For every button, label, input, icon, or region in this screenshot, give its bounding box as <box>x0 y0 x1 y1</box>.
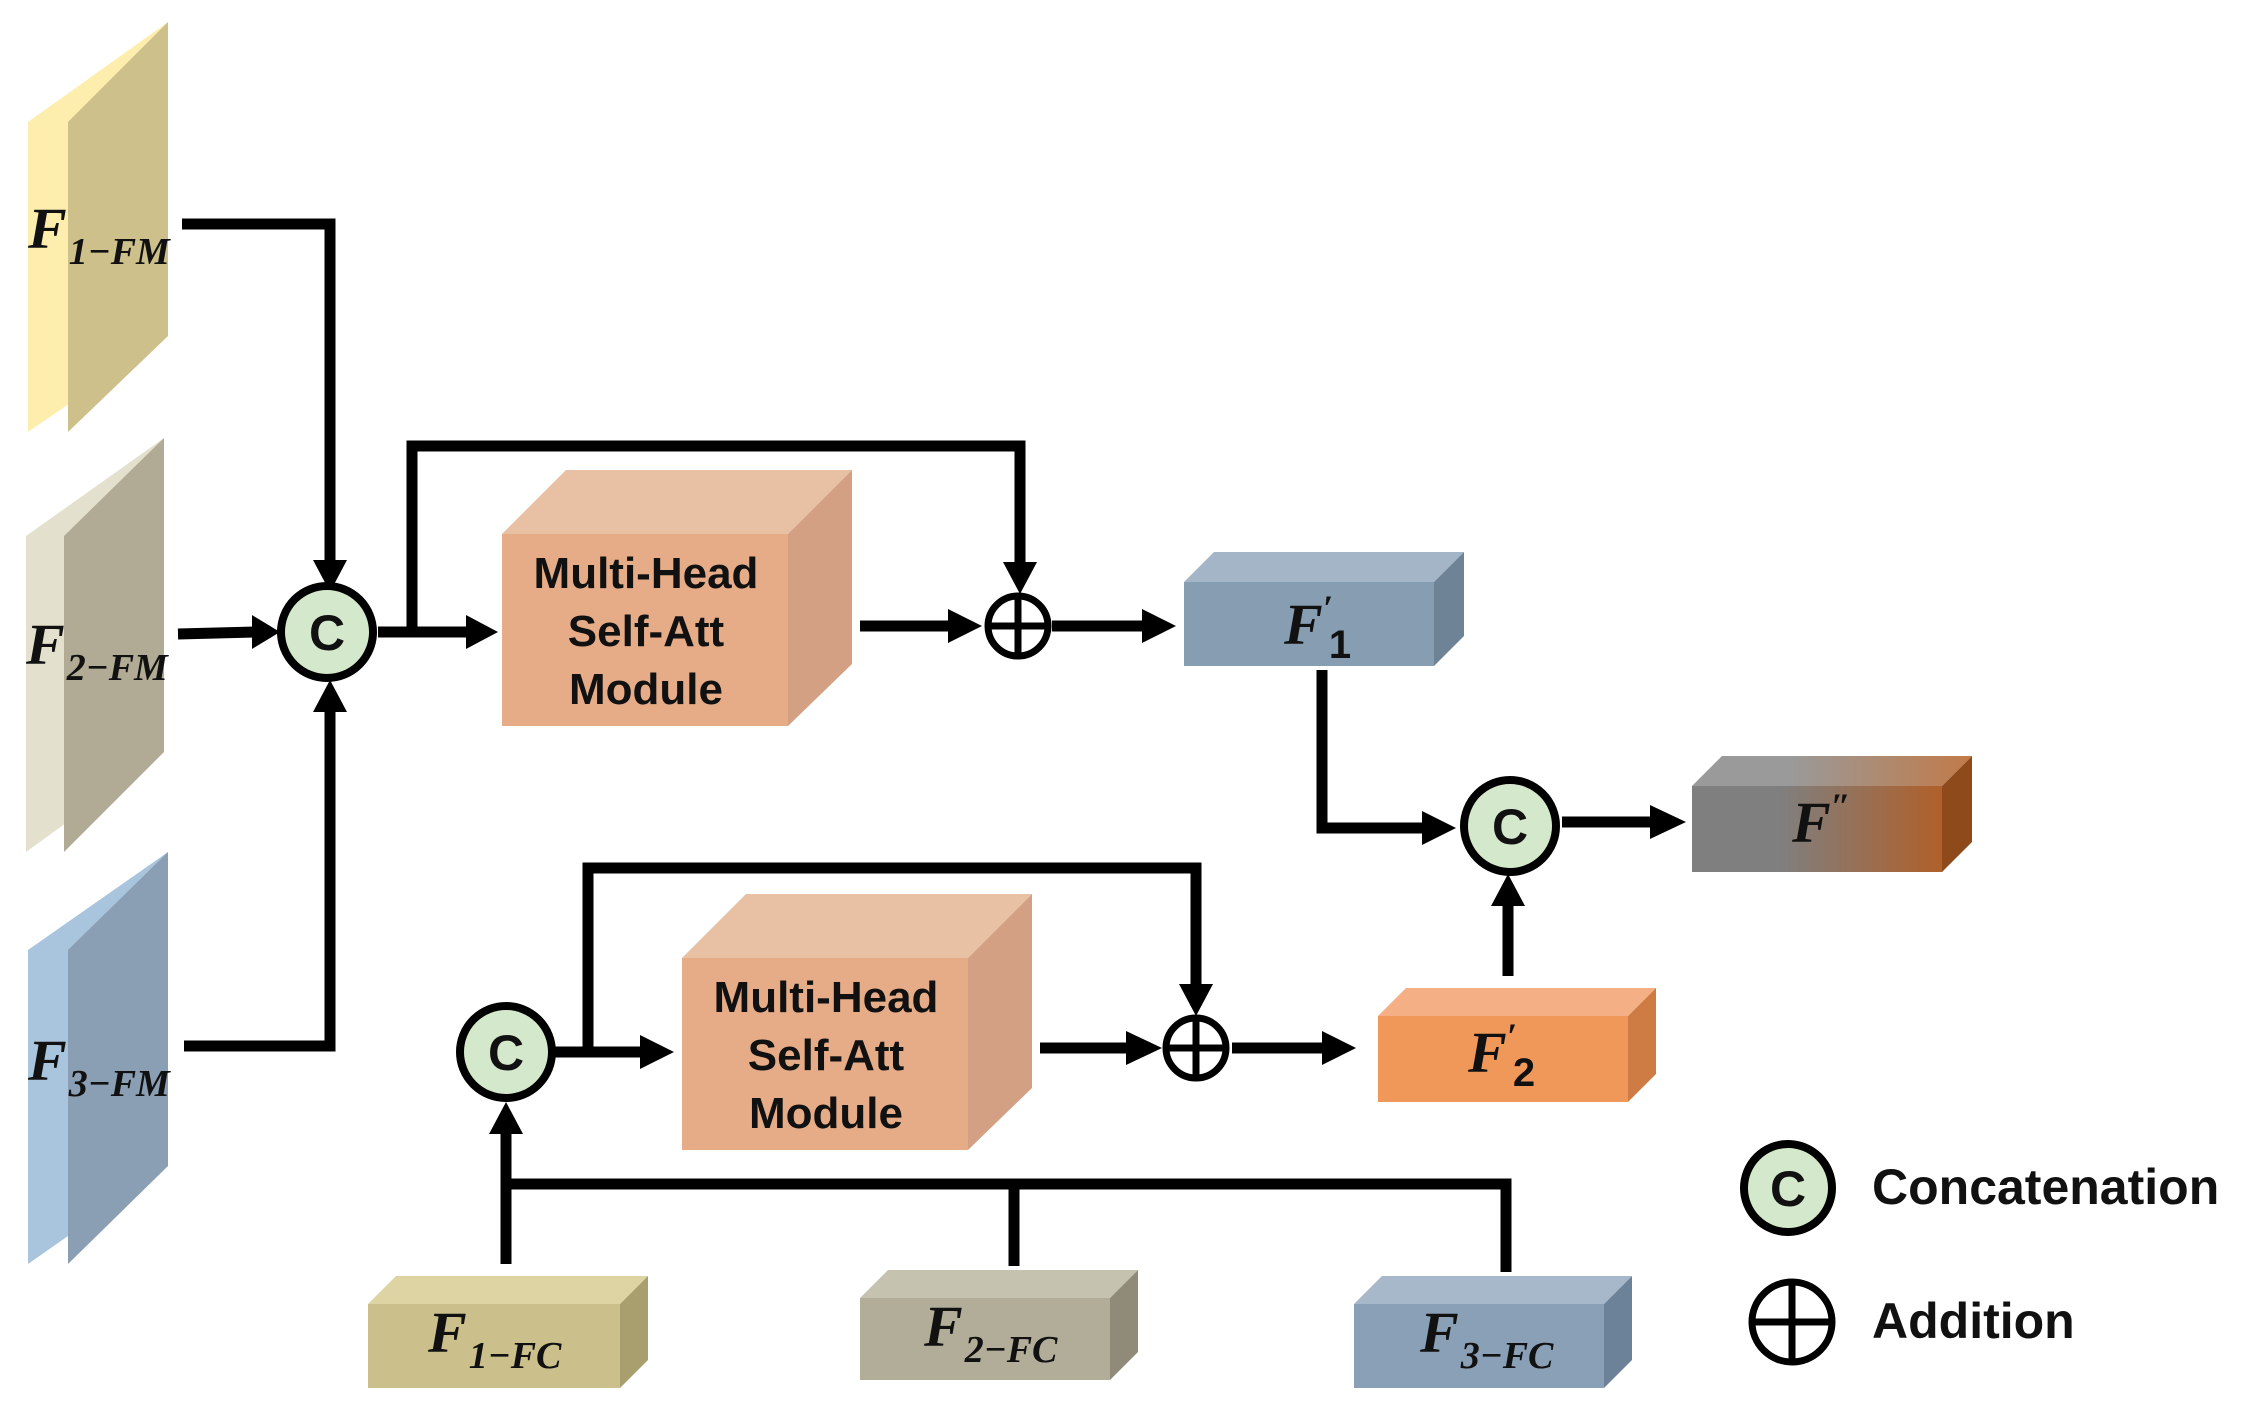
slab-front-face <box>68 22 168 432</box>
concatenation-icon <box>1460 776 1560 876</box>
arrowhead <box>313 560 347 592</box>
svg-text:Self-Att: Self-Att <box>568 607 725 656</box>
arrowhead <box>1322 1031 1356 1065</box>
f1-to-concat-line <box>182 218 336 562</box>
output-f1-prime: F′1 <box>1184 552 1464 667</box>
slab-front-face <box>64 438 164 852</box>
arrowhead <box>313 680 347 712</box>
input-f3-fm: F3−FM <box>27 852 171 1264</box>
arrowhead <box>948 609 982 643</box>
arrowhead <box>1422 811 1456 845</box>
svg-text:Module: Module <box>569 665 723 714</box>
concatenation-icon <box>456 1002 556 1102</box>
box-top-face <box>860 1270 1138 1298</box>
input-f2-fc: F2−FC <box>860 1270 1138 1380</box>
input-f2-fm: F2−FM <box>25 438 169 852</box>
module-side-face <box>788 470 852 726</box>
arrowhead <box>1142 609 1176 643</box>
svg-text:Module: Module <box>749 1089 903 1138</box>
box-side-face <box>1604 1276 1632 1388</box>
f3-fc-label: F3−FC <box>1419 1300 1554 1377</box>
f1prime-to-concat-line <box>1316 670 1426 834</box>
box-front-face <box>1184 582 1434 666</box>
box-front-face <box>1354 1304 1604 1388</box>
box-front-face <box>1692 786 1942 872</box>
arrowhead <box>1179 984 1213 1016</box>
box-side-face <box>1942 756 1972 872</box>
svg-text:Multi-Head: Multi-Head <box>714 973 939 1022</box>
box-top-face <box>1184 552 1464 582</box>
lower-skip-connection <box>582 862 1202 1052</box>
f1-fm-label: F1−FM <box>27 196 171 273</box>
box-side-face <box>1628 988 1656 1102</box>
module-front-face <box>502 534 788 726</box>
f3-to-concat-line <box>184 710 336 1052</box>
upper-skip-connection <box>406 440 1026 632</box>
input-f1-fc: F1−FC <box>368 1276 648 1388</box>
slab-front-face <box>68 852 168 1264</box>
lower-addition-node <box>1162 1014 1230 1082</box>
box-top-face <box>368 1276 648 1304</box>
upper-addition-node <box>984 592 1052 660</box>
upper-connectors <box>177 218 1176 1052</box>
legend-concatenation: C Concatenation <box>1740 1140 2219 1236</box>
svg-text:Self-Att: Self-Att <box>748 1031 905 1080</box>
concatenation-icon <box>1740 1140 1836 1236</box>
svg-text:C: C <box>309 605 345 661</box>
f1-fc-label: F1−FC <box>427 1300 562 1377</box>
arrowhead <box>489 1102 523 1134</box>
f-double-prime-label: F″ <box>1791 786 1851 855</box>
arrowhead <box>252 615 280 649</box>
lower-connectors <box>489 670 1686 1272</box>
svg-text:Multi-Head: Multi-Head <box>534 549 759 598</box>
f3-fm-label: F3−FM <box>27 1028 171 1105</box>
f2-to-concat-line <box>177 626 257 640</box>
svg-text:C: C <box>1492 799 1528 855</box>
arrowhead <box>1003 562 1037 594</box>
f2-fc-label: F2−FC <box>923 1294 1058 1371</box>
module-top-face <box>682 894 1032 958</box>
box-side-face <box>1434 552 1464 666</box>
box-front-face <box>860 1298 1110 1380</box>
module-top-face <box>502 470 852 534</box>
f1-prime-label: F′1 <box>1283 588 1351 667</box>
box-top-face <box>1692 756 1972 786</box>
legend: C Concatenation Addition <box>1740 1140 2219 1366</box>
input-f3-fc: F3−FC <box>1354 1276 1632 1388</box>
output-f2-prime: F′2 <box>1378 988 1656 1102</box>
box-front-face <box>368 1304 620 1388</box>
legend-addition: Addition <box>1748 1278 2075 1366</box>
final-concat-node: C <box>1460 776 1560 876</box>
box-top-face <box>1378 988 1656 1016</box>
box-side-face <box>1110 1270 1138 1380</box>
svg-text:C: C <box>488 1025 524 1081</box>
upper-concat-node: C <box>277 582 377 682</box>
arrowhead <box>1491 874 1525 906</box>
box-front-face <box>1378 1016 1628 1102</box>
legend-concatenation-label: Concatenation <box>1872 1159 2219 1215</box>
arrowhead <box>640 1035 674 1069</box>
fc-bus-line <box>506 1178 1512 1272</box>
arrowhead <box>1650 805 1686 839</box>
f2-prime-label: F′2 <box>1467 1016 1535 1095</box>
lower-concat-node: C <box>456 1002 556 1102</box>
module-front-face <box>682 958 968 1150</box>
box-top-face <box>1354 1276 1632 1304</box>
concatenation-icon <box>277 582 377 682</box>
lower-attention-module: Multi-Head Self-Att Module <box>682 894 1032 1150</box>
arrowhead <box>1126 1031 1162 1065</box>
legend-addition-label: Addition <box>1872 1293 2075 1349</box>
upper-attention-module: Multi-Head Self-Att Module <box>502 470 852 726</box>
svg-text:C: C <box>1770 1161 1806 1217</box>
module-side-face <box>968 894 1032 1150</box>
f2-fm-label: F2−FM <box>25 612 169 689</box>
box-side-face <box>620 1276 648 1388</box>
input-f1-fm: F1−FM <box>27 22 171 432</box>
arrowhead <box>466 615 498 649</box>
output-f-double-prime: F″ <box>1692 756 1972 872</box>
